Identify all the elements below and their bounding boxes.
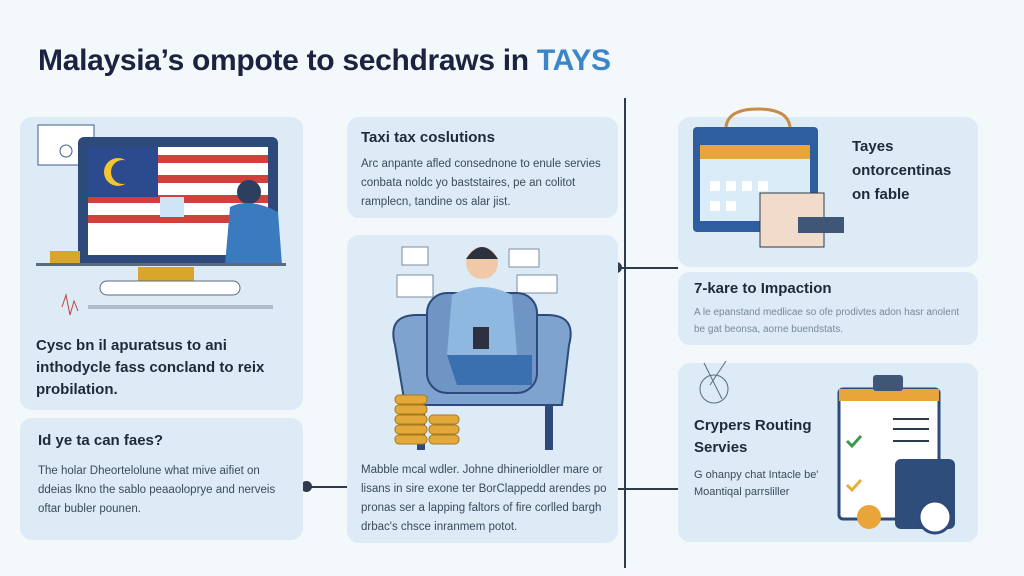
card-tayes: Tayes ontorcentinas on fable: [678, 107, 978, 267]
title-accent: TAYS: [536, 44, 611, 77]
card-impaction: 7-kare to Impaction A le epanstand medli…: [678, 272, 978, 345]
card-heading: 7-kare to Impaction: [694, 280, 832, 297]
computer-flag-illustration: [36, 124, 286, 316]
globe-icon: [699, 360, 729, 404]
card-body: Arc anpante afled consednone to enule se…: [361, 158, 601, 208]
card-body: Mabble mcal wdler. Johne dhinerioldler m…: [361, 464, 607, 533]
card-heading: Id ye ta can faes?: [38, 432, 164, 449]
card-crypers: Crypers Routing Servies G ohanpy chat In…: [678, 360, 978, 542]
card-taxi-tax: Taxi tax coslutions Arc anpante afled co…: [347, 117, 618, 218]
card-body: A le epanstand medlicae so ofe prodivtes…: [694, 307, 960, 335]
timeline-line: [624, 98, 626, 568]
card-body: G ohanpy chat Intacle be' Moantiqal parr…: [694, 469, 819, 498]
card-body: The holar Dheortelolune what mive aifiet…: [38, 465, 276, 515]
tax-form-illustration: [693, 107, 844, 248]
card-heading: Crypers Routing Servies: [694, 417, 812, 456]
connector: [306, 486, 347, 488]
person-armchair-illustration: [392, 246, 572, 450]
card-heading: Cysc bn il apuratsus to ani inthodycle f…: [36, 337, 265, 398]
connector: [616, 267, 678, 269]
card-apparatus: Cysc bn il apuratsus to ani inthodycle f…: [20, 117, 303, 410]
card-heading: Tayes ontorcentinas on fable: [852, 138, 952, 203]
connector: [616, 488, 678, 490]
title-text: Malaysia’s ompote to sechdraws in: [38, 44, 537, 77]
checklist-clipboard-illustration: [837, 375, 955, 535]
card-faes: Id ye ta can faes? The holar Dheortelolu…: [20, 418, 303, 540]
page-title: Malaysia’s ompote to sechdraws in TAYS: [38, 44, 611, 78]
connector-dot: [301, 481, 312, 492]
card-heading: Taxi tax coslutions: [361, 129, 495, 146]
card-main: Mabble mcal wdler. Johne dhinerioldler m…: [347, 235, 618, 543]
